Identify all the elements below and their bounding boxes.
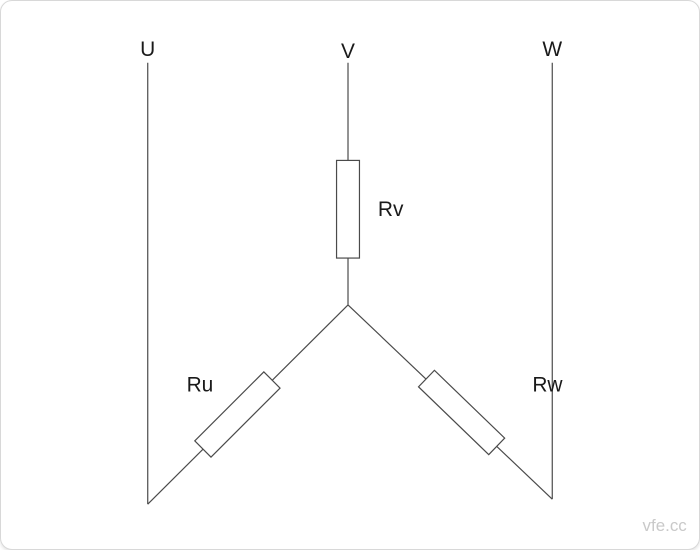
resistor-rv-body: [335, 159, 361, 259]
terminal-label-u: U: [140, 38, 155, 61]
terminal-label-v: V: [341, 40, 355, 63]
resistor-ru-body: [193, 371, 281, 458]
resistor-label-rv: Rv: [378, 198, 404, 221]
resistor-label-ru: Ru: [187, 374, 214, 397]
resistor-label-rw: Rw: [532, 374, 563, 397]
resistor-rw-body: [417, 369, 506, 456]
watermark-text: vfe.cc: [643, 516, 688, 535]
terminal-label-w: W: [542, 38, 562, 61]
